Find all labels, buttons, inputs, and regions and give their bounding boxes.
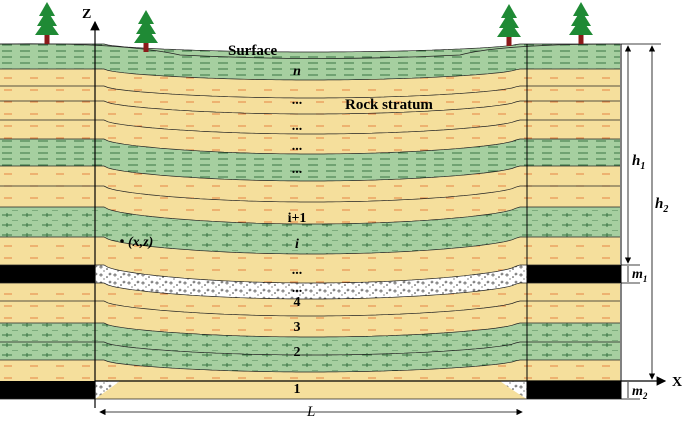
layer-label: ...: [292, 263, 303, 278]
layer-label: ...: [292, 119, 303, 134]
layer-label: 3: [294, 320, 301, 335]
h2-label: h2: [655, 196, 668, 215]
layer-label: ...: [292, 281, 303, 296]
layer-label: n: [293, 64, 301, 79]
layer-label: ...: [292, 93, 303, 108]
h1-label: h1: [632, 153, 645, 172]
trees: [35, 2, 593, 52]
m1-label: m1: [632, 267, 647, 284]
layer-label: i+1: [288, 211, 307, 226]
layer-label: i: [295, 237, 299, 252]
width-label: L: [306, 404, 315, 420]
layer-label: ...: [292, 139, 303, 154]
rock-stratum-label: Rock stratum: [345, 97, 433, 113]
tree-icon: [35, 2, 59, 44]
layer-label: 4: [294, 295, 301, 310]
x-axis-label: X: [672, 375, 682, 390]
tree-icon: [569, 2, 593, 44]
tree-icon: [497, 4, 521, 46]
surface-label: Surface: [228, 43, 277, 59]
point-label: (x,z): [128, 235, 153, 250]
point-marker: [120, 239, 124, 243]
layer-label: ...: [292, 162, 303, 177]
frame-lines: [526, 44, 622, 399]
m2-label: m2: [632, 384, 648, 401]
rock-layers: [0, 43, 622, 400]
origin-label: O: [80, 382, 90, 397]
tree-icon: [134, 10, 158, 52]
z-axis-label: Z: [82, 7, 91, 22]
dimensions: [621, 43, 661, 400]
layer-label: 1: [294, 382, 301, 397]
layer-label: 2: [294, 345, 301, 360]
